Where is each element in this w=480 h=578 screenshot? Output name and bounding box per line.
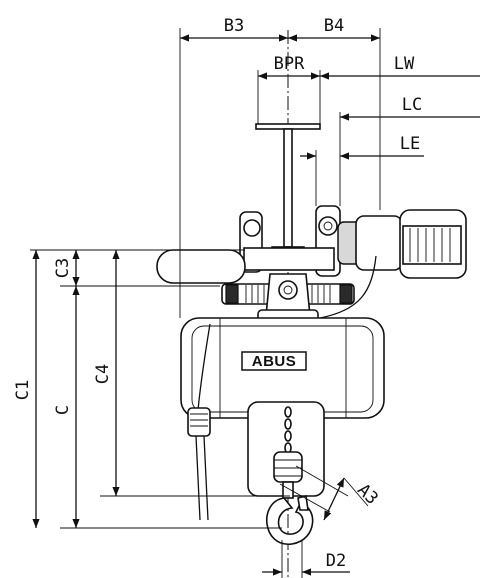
label-b4: B4 <box>324 16 344 36</box>
label-d2: D2 <box>326 551 346 571</box>
travel-motor <box>319 209 467 319</box>
label-le: LE <box>400 134 420 154</box>
label-bpr: BPR <box>274 54 305 74</box>
brand-label: ABUS <box>252 353 297 370</box>
label-a3: A3 <box>353 480 382 509</box>
load-chain <box>284 406 292 454</box>
label-lc: LC <box>402 95 422 115</box>
label-b3: B3 <box>224 16 244 36</box>
brand-logo: ABUS <box>241 351 307 371</box>
dimension-labels: B3 B4 BPR LW LC LE C1 C C3 C4 A3 D2 <box>13 16 422 571</box>
label-c4: C4 <box>93 364 113 384</box>
dimension-lines <box>30 28 480 578</box>
i-beam-rail <box>255 123 321 253</box>
label-c: C <box>53 405 73 415</box>
label-lw: LW <box>394 54 415 74</box>
suspension-shaft <box>221 273 355 323</box>
control-cable <box>187 323 211 521</box>
label-c1: C1 <box>13 380 33 400</box>
trolley-handle <box>156 249 246 284</box>
label-c3: C3 <box>53 258 73 278</box>
hoist-drawing: ABUS <box>156 30 467 578</box>
